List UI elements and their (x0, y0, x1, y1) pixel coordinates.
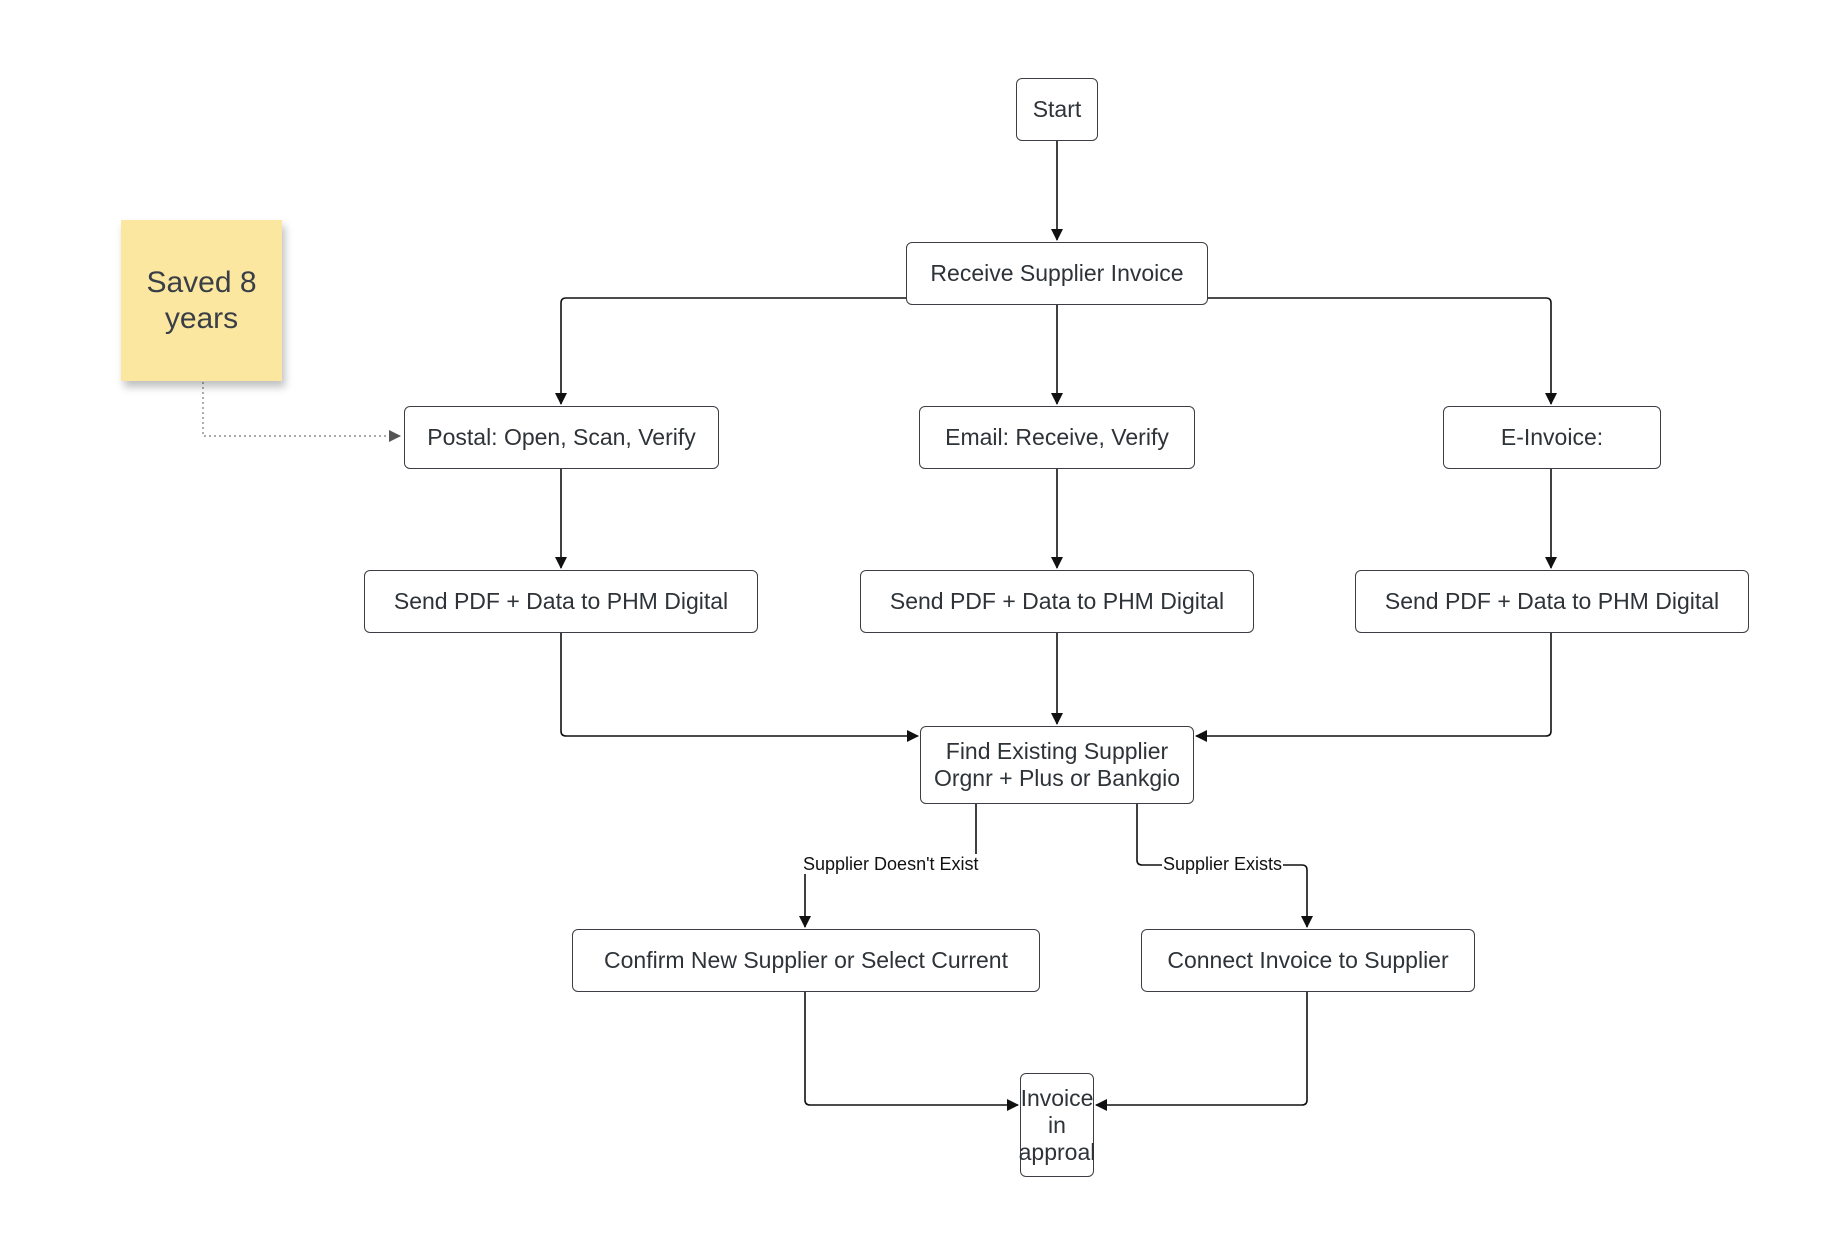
edge-confirm-approval (804, 992, 1019, 1111)
edge-receive-postal (555, 297, 906, 405)
node-einvoice[interactable]: E-Invoice: (1443, 406, 1661, 469)
node-receive-label: Receive Supplier Invoice (930, 260, 1184, 286)
edge-send-einvoice-find (1195, 633, 1552, 742)
node-start-label: Start (1032, 96, 1082, 122)
node-send-einvoice[interactable]: Send PDF + Data to PHM Digital (1355, 570, 1749, 633)
edge-receive-einvoice (1208, 297, 1557, 405)
sticky-note-text: Saved 8 years (146, 265, 257, 335)
edge-sticky-postal (202, 382, 401, 442)
node-send-postal[interactable]: Send PDF + Data to PHM Digital (364, 570, 758, 633)
edge-label-supplier-exists: Supplier Exists (1162, 854, 1284, 874)
node-send-email[interactable]: Send PDF + Data to PHM Digital (860, 570, 1254, 633)
sticky-note[interactable]: Saved 8 years (121, 220, 282, 381)
edge-send-postal-find (560, 633, 919, 742)
node-find-label: Find Existing Supplier Orgnr + Plus or B… (933, 738, 1181, 791)
node-connect-label: Connect Invoice to Supplier (1167, 947, 1449, 973)
node-email[interactable]: Email: Receive, Verify (919, 406, 1195, 469)
edge-connect-approval (1095, 992, 1308, 1111)
node-approval-label: Invoice in approal (1018, 1084, 1096, 1165)
node-receive-supplier-invoice[interactable]: Receive Supplier Invoice (906, 242, 1208, 305)
node-postal[interactable]: Postal: Open, Scan, Verify (404, 406, 719, 469)
node-confirm-new-supplier[interactable]: Confirm New Supplier or Select Current (572, 929, 1040, 992)
node-invoice-approval[interactable]: Invoice in approal (1018, 1073, 1096, 1177)
node-find-existing-supplier[interactable]: Find Existing Supplier Orgnr + Plus or B… (920, 726, 1194, 804)
node-start[interactable]: Start (1016, 78, 1098, 141)
edge-label-supplier-doesnt-exist: Supplier Doesn't Exist (802, 854, 980, 874)
node-connect-invoice[interactable]: Connect Invoice to Supplier (1141, 929, 1475, 992)
node-email-label: Email: Receive, Verify (945, 424, 1169, 450)
node-einvoice-label: E-Invoice: (1500, 424, 1604, 450)
node-postal-label: Postal: Open, Scan, Verify (427, 424, 696, 450)
node-confirm-label: Confirm New Supplier or Select Current (604, 947, 1008, 973)
node-send-einvoice-label: Send PDF + Data to PHM Digital (1384, 588, 1720, 614)
node-send-email-label: Send PDF + Data to PHM Digital (889, 588, 1225, 614)
node-send-postal-label: Send PDF + Data to PHM Digital (393, 588, 729, 614)
